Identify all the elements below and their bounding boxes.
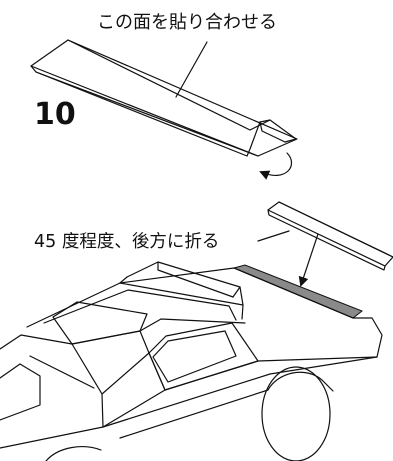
glue-face-label: この面を貼り合わせる [97, 12, 277, 33]
car-body [0, 261, 383, 461]
curved-arrow-icon [259, 152, 293, 180]
arrow-icon [298, 233, 319, 287]
roof-fold-strip [232, 264, 363, 319]
glue-face-leader-line [175, 41, 208, 98]
step-number: 10 [34, 97, 76, 132]
fold-instruction-leader-line [257, 230, 290, 242]
spoiler-part-small [267, 201, 393, 271]
spoiler-part-folded [30, 39, 298, 157]
fold-instruction-label: 45 度程度、後方に折る [34, 232, 219, 252]
